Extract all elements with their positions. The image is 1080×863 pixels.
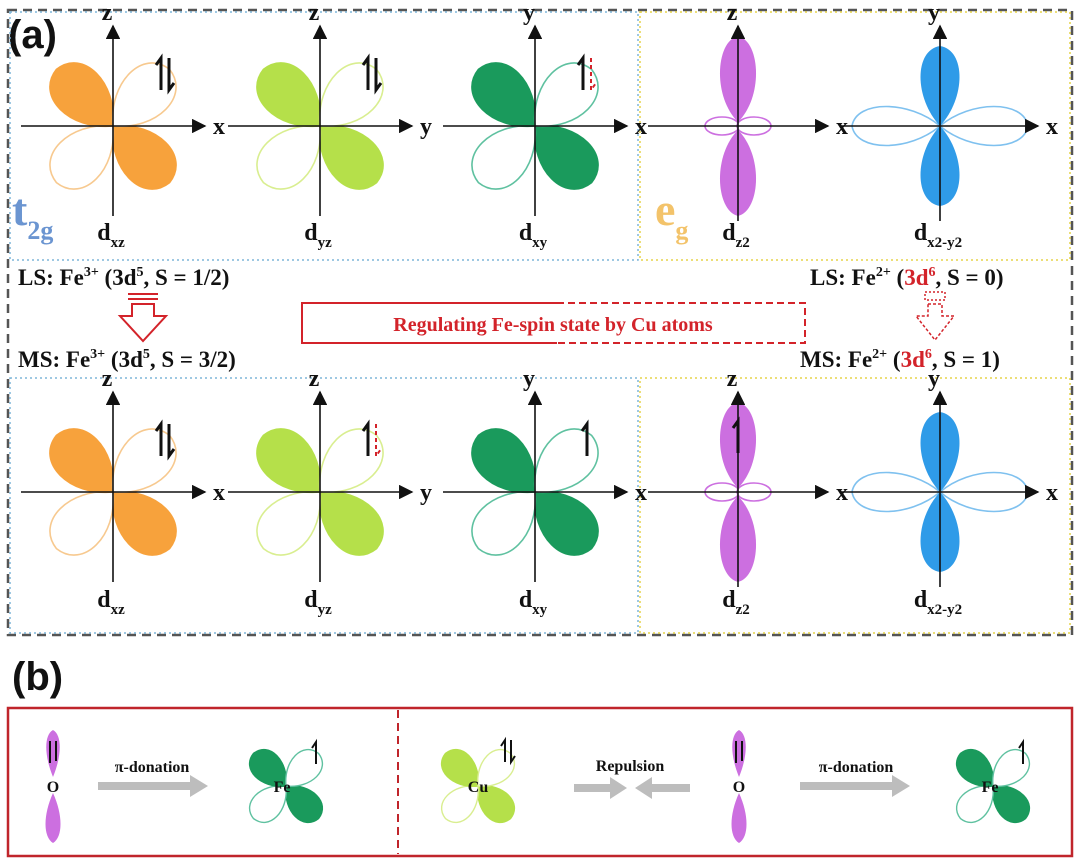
panel-a-frame: [6, 8, 1074, 637]
fe-orbital-right: [955, 738, 1031, 824]
axis-label-z: z: [102, 0, 113, 26]
fe3-transition-arrow: [117, 293, 169, 343]
orbital-label-dxz: dxz: [97, 220, 125, 251]
orbital-yz-bottom: y z dyz: [228, 366, 432, 618]
orbital-xy-bottom: x y dxy: [443, 366, 647, 618]
orbital-label-dxz: dxz: [97, 587, 125, 618]
panel-b-label: (b): [12, 655, 63, 699]
panel-a-label: (a): [8, 13, 57, 57]
eg-top-box: [639, 11, 1071, 261]
orbital-label-dz2: dz2: [722, 587, 750, 618]
fe-orbital-left: [248, 738, 324, 824]
orbital-z2-top: x z dz2: [648, 0, 848, 251]
axis-label-x: x: [635, 114, 647, 140]
orbital-label-dxy: dxy: [519, 587, 548, 618]
panel-b-diagrams: O π-donation Fe Cu Repulsion O: [45, 730, 1031, 843]
axis-label-y: y: [420, 480, 432, 506]
axis-label-y: y: [523, 366, 535, 392]
orbital-label-dx2-y2: dx2-y2: [914, 587, 962, 618]
orbital-xy-top: x y dxy: [443, 0, 647, 251]
eg-bottom-box: [639, 377, 1071, 634]
axis-label-z: z: [309, 0, 320, 26]
fe-label-left: Fe: [274, 779, 291, 796]
o-orbital-left: O: [45, 730, 61, 843]
o-label-right: O: [733, 779, 745, 796]
t2g-label: t2g: [12, 184, 53, 245]
axis-label-y: y: [928, 366, 940, 392]
t2g-top-box: [9, 11, 639, 261]
o-orbital-right: O: [731, 730, 747, 843]
orbital-label-dyz: dyz: [304, 220, 332, 251]
axis-label-x: x: [836, 114, 848, 140]
ls-fe3-state: LS: Fe3+ (3d5, S = 1/2): [18, 265, 229, 290]
ls-fe2-state: LS: Fe2+ (3d6, S = 0): [810, 265, 1004, 290]
pi-donation-arrow-right: π-donation: [800, 759, 910, 797]
panel-b-frame: [6, 706, 1074, 858]
repulsion-arrows: Repulsion: [574, 758, 690, 799]
orbital-x2-y2-bottom: x y dx2-y2: [842, 366, 1058, 618]
center-caption: Regulating Fe-spin state by Cu atoms: [393, 314, 713, 336]
orbital-xz-top: x z dxz: [21, 0, 225, 251]
o-label-left: O: [47, 779, 59, 796]
repulsion-label: Repulsion: [596, 758, 665, 775]
orbital-diagrams: xzdxzyzdyzxydxyxzdz2xydx2-y2xzdxzyzdyzxy…: [21, 0, 1058, 618]
eg-label: eg: [655, 184, 688, 245]
orbital-label-dxy: dxy: [519, 220, 548, 251]
orbital-label-dz2: dz2: [722, 220, 750, 251]
axis-label-z: z: [309, 366, 320, 392]
axis-label-y: y: [928, 0, 940, 26]
orbital-xz-bottom: x z dxz: [21, 366, 225, 618]
axis-label-z: z: [727, 366, 738, 392]
axis-label-y: y: [420, 114, 432, 140]
cu-orbital: [440, 736, 516, 824]
pi-donation-label-right: π-donation: [819, 759, 894, 776]
axis-label-z: z: [102, 366, 113, 392]
cu-label: Cu: [468, 779, 489, 796]
axis-label-x: x: [1046, 480, 1058, 506]
center-caption-box: Regulating Fe-spin state by Cu atoms: [301, 302, 806, 344]
axis-label-x: x: [1046, 114, 1058, 140]
orbital-label-dyz: dyz: [304, 587, 332, 618]
pi-donation-arrow-left: π-donation: [98, 759, 208, 797]
axis-label-x: x: [213, 114, 225, 140]
axis-label-x: x: [635, 480, 647, 506]
fe-label-right: Fe: [982, 779, 999, 796]
fe2-transition-arrow: [914, 291, 956, 342]
orbital-x2-y2-top: x y dx2-y2: [842, 0, 1058, 251]
ms-fe2-state: MS: Fe2+ (3d6, S = 1): [800, 347, 1000, 372]
orbital-yz-top: y z dyz: [228, 0, 432, 251]
axis-label-x: x: [213, 480, 225, 506]
pi-donation-label-left: π-donation: [115, 759, 190, 776]
orbital-label-dx2-y2: dx2-y2: [914, 220, 962, 251]
axis-label-x: x: [836, 480, 848, 506]
ms-fe3-state: MS: Fe3+ (3d5, S = 3/2): [18, 347, 236, 372]
orbital-z2-bottom: x z dz2: [648, 366, 848, 618]
axis-label-y: y: [523, 0, 535, 26]
t2g-bottom-box: [9, 377, 639, 634]
axis-label-z: z: [727, 0, 738, 26]
